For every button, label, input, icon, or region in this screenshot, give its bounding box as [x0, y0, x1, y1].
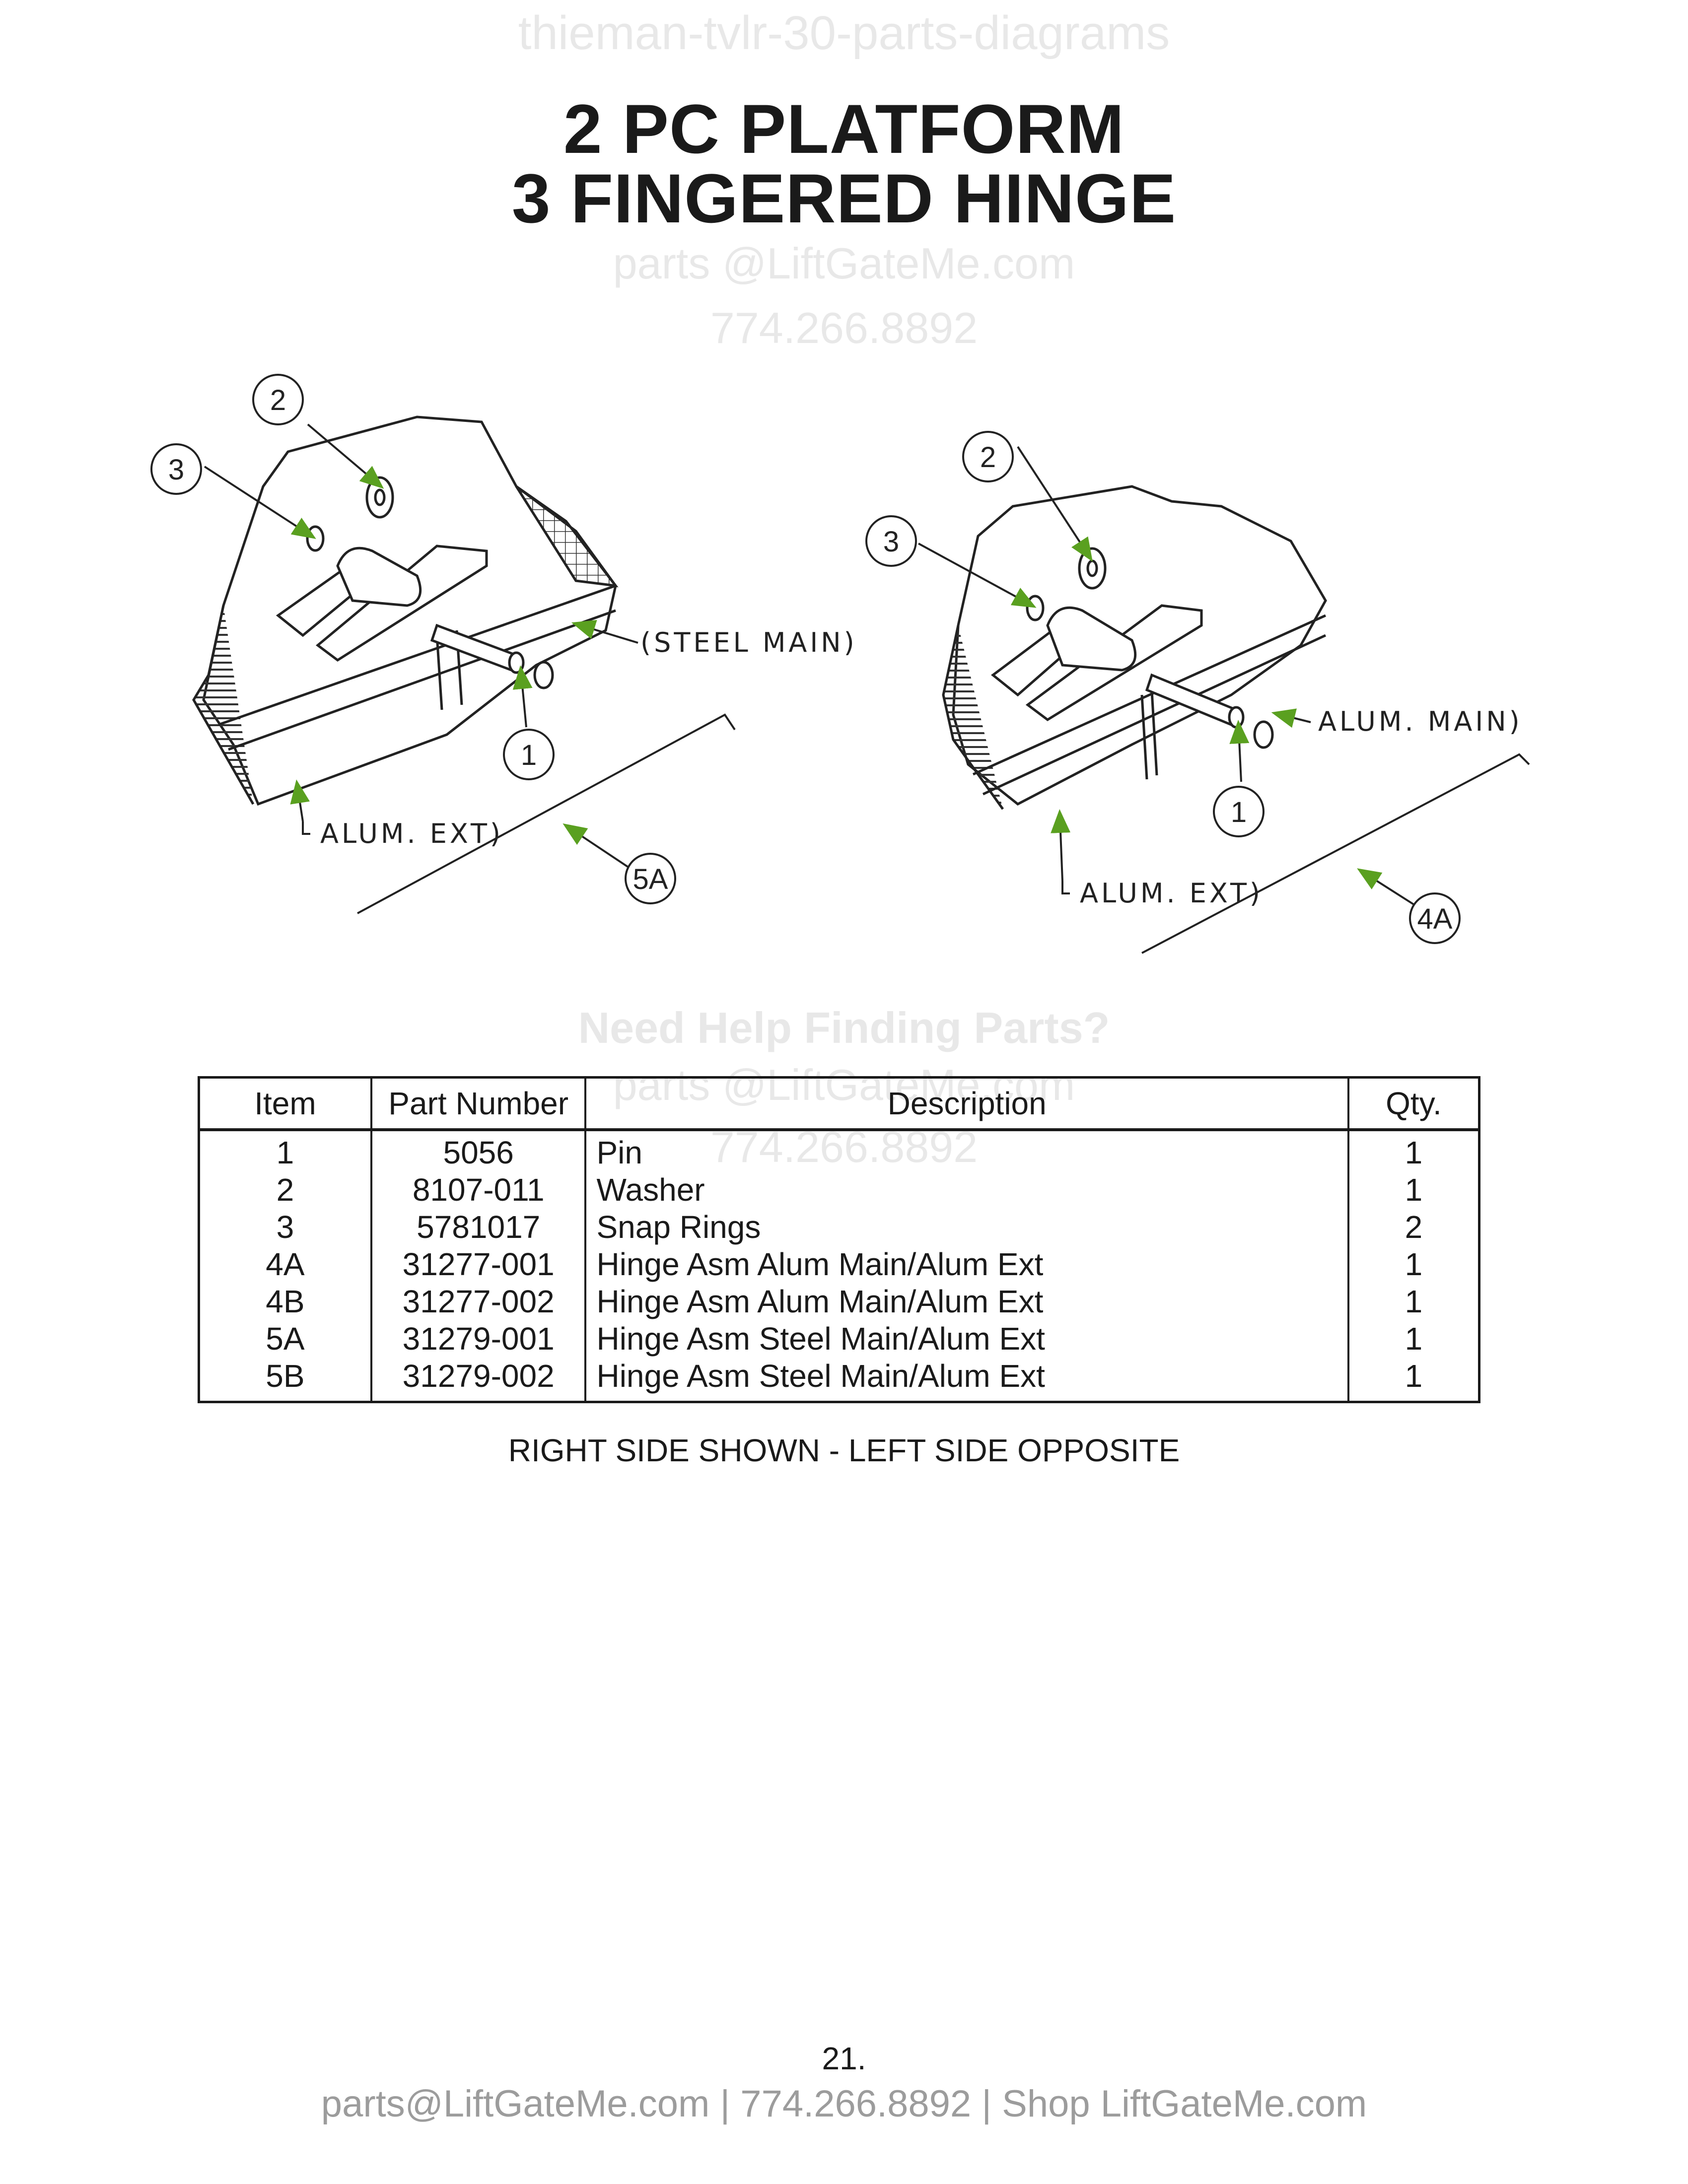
- label-alum-main: ALUM. MAIN): [1318, 706, 1523, 737]
- cell-qty: 1: [1405, 1321, 1423, 1357]
- cell-item: 2: [199, 1171, 372, 1209]
- cell-part-number: 5056: [371, 1130, 587, 1171]
- cell-description: Snap Rings: [585, 1209, 1349, 1246]
- hinge-fingers: [276, 545, 488, 662]
- cell-part-number: 5781017: [371, 1209, 587, 1246]
- header-part-number: Part Number: [371, 1077, 587, 1131]
- hinge-pin: [430, 623, 525, 674]
- cell-description: Pin: [585, 1130, 1349, 1171]
- cell-part-number: 31279-001: [371, 1320, 587, 1358]
- cell-qty: 1: [1405, 1358, 1423, 1394]
- cell-part-number: 8107-011: [371, 1171, 587, 1209]
- cell-item: 5A: [199, 1320, 372, 1358]
- parts-table: Item Part Number Description Qty. 1 5056…: [198, 1076, 1480, 1403]
- callout-bubbles: [865, 431, 1461, 944]
- cell-item: 4B: [199, 1283, 372, 1320]
- label-steel-main: (STEEL MAIN): [640, 627, 857, 658]
- header-qty: Qty.: [1348, 1077, 1479, 1131]
- callout-bubbles: [150, 374, 676, 904]
- watermark-doc-name: thieman-tvlr-30-parts-diagrams: [518, 6, 1170, 60]
- washer-icon: [1078, 547, 1107, 590]
- table-row: 2 8107-011 Washer 1: [199, 1171, 1479, 1209]
- hinge-fingers: [990, 604, 1203, 722]
- cell-item: 5B: [199, 1358, 372, 1402]
- cell-qty: 1: [1405, 1135, 1423, 1170]
- side-note: RIGHT SIDE SHOWN - LEFT SIDE OPPOSITE: [508, 1433, 1180, 1468]
- leader-lines: [918, 446, 1530, 954]
- table-row: 5B 31279-002 Hinge Asm Steel Main/Alum E…: [199, 1358, 1479, 1402]
- cell-item: 4A: [199, 1246, 372, 1283]
- callout-2: 2: [980, 441, 996, 474]
- hinge-diagram-steel-main: 2 3 1 5A (STEEL MAIN) ALUM. EXT): [150, 374, 857, 914]
- cell-item: 1: [199, 1130, 372, 1171]
- callout-1: 1: [1231, 796, 1247, 828]
- table-row: 4A 31277-001 Hinge Asm Alum Main/Alum Ex…: [199, 1246, 1479, 1283]
- watermark-email: parts @LiftGateMe.com: [613, 239, 1075, 288]
- label-alum-ext: ALUM. EXT): [1080, 878, 1263, 909]
- page-number: 21.: [822, 2041, 866, 2076]
- page-title-line-1: 2 PC PLATFORM: [563, 90, 1125, 168]
- callout-5a: 5A: [633, 863, 668, 895]
- leader-lines: [204, 423, 736, 914]
- callout-4a: 4A: [1417, 903, 1453, 935]
- cell-qty: 1: [1405, 1246, 1423, 1282]
- cell-part-number: 31277-002: [371, 1283, 587, 1320]
- cell-qty: 1: [1405, 1284, 1423, 1319]
- callout-3: 3: [168, 454, 184, 486]
- table-header-row: Item Part Number Description Qty.: [199, 1077, 1479, 1131]
- table-row: 3 5781017 Snap Rings 2: [199, 1209, 1479, 1246]
- watermark-phone: 774.266.8892: [710, 303, 978, 352]
- watermark-help: Need Help Finding Parts?: [578, 1003, 1110, 1052]
- cell-description: Hinge Asm Steel Main/Alum Ext: [585, 1320, 1349, 1358]
- washer-icon: [365, 476, 394, 519]
- footer-contact: parts@LiftGateMe.com | 774.266.8892 | Sh…: [321, 2083, 1367, 2125]
- table-row: 5A 31279-001 Hinge Asm Steel Main/Alum E…: [199, 1320, 1479, 1358]
- cell-item: 3: [199, 1209, 372, 1246]
- table-row: 1 5056 Pin 1: [199, 1130, 1479, 1171]
- table-row: 4B 31277-002 Hinge Asm Alum Main/Alum Ex…: [199, 1283, 1479, 1320]
- header-item: Item: [199, 1077, 372, 1131]
- cell-part-number: 31279-002: [371, 1358, 587, 1402]
- callout-2: 2: [270, 384, 286, 416]
- page-title-line-2: 3 FINGERED HINGE: [511, 159, 1177, 237]
- hinge-diagram-alum-main: 2 3 1 4A ALUM. MAIN) ALUM. EXT): [865, 431, 1530, 954]
- cell-qty: 2: [1405, 1209, 1423, 1245]
- callout-3: 3: [883, 526, 899, 558]
- label-alum-ext: ALUM. EXT): [320, 818, 503, 849]
- callout-1: 1: [521, 739, 537, 771]
- cell-description: Hinge Asm Alum Main/Alum Ext: [585, 1283, 1349, 1320]
- cell-description: Washer: [585, 1171, 1349, 1209]
- cell-part-number: 31277-001: [371, 1246, 587, 1283]
- cell-description: Hinge Asm Steel Main/Alum Ext: [585, 1358, 1349, 1402]
- cell-qty: 1: [1405, 1172, 1423, 1208]
- cell-description: Hinge Asm Alum Main/Alum Ext: [585, 1246, 1349, 1283]
- header-description: Description: [585, 1077, 1349, 1131]
